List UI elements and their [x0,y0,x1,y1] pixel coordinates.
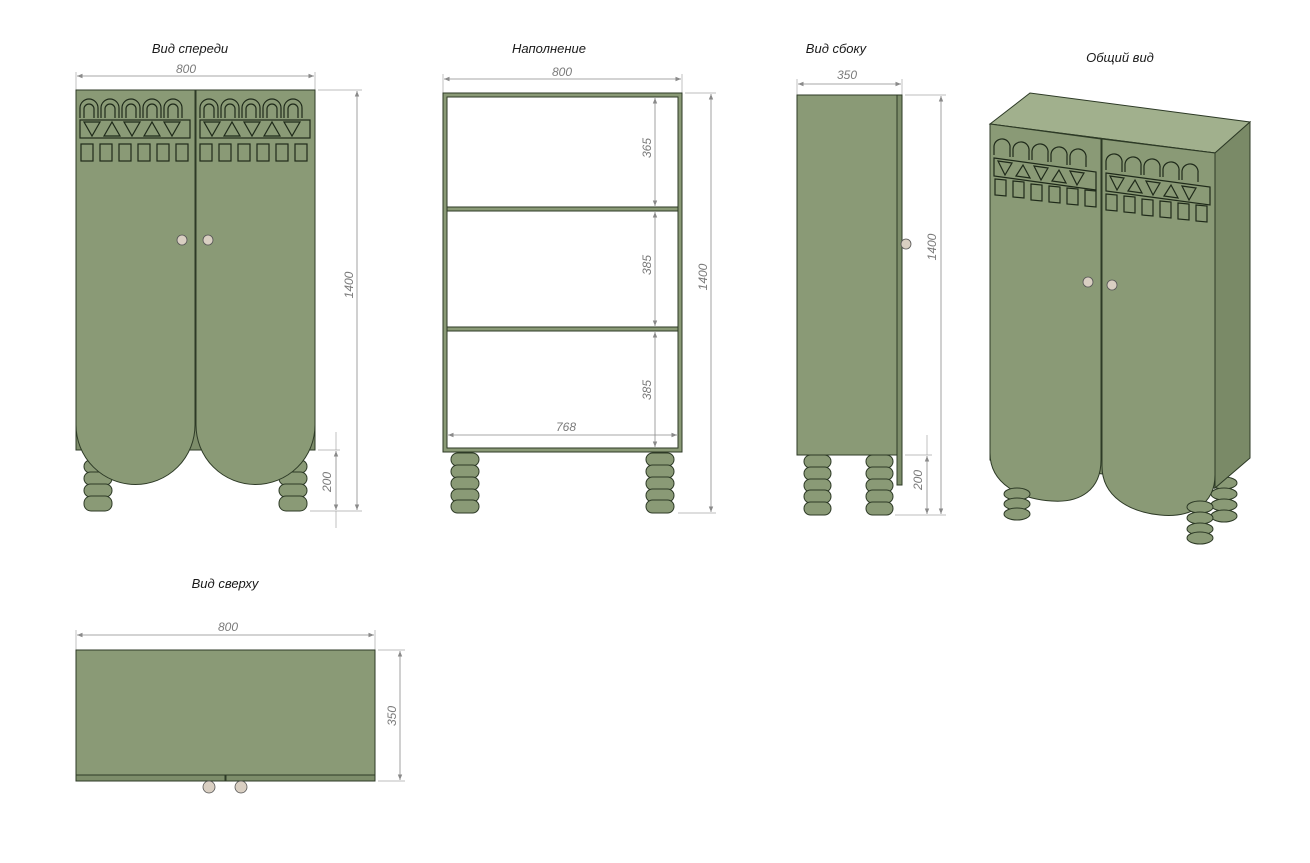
front-width-dimension: 800 [75,62,316,90]
filling-carcass [442,92,683,453]
side-knob [900,238,912,250]
general-ornament-right [1105,153,1211,223]
top-knob-right [234,780,248,794]
general-ornament-left [993,138,1097,208]
top-width-dimension: 800 [75,620,376,650]
shelf-label-3: 385 [640,380,654,400]
side-view-title: Вид сбоку [806,41,868,56]
top-view-title: Вид сверху [192,576,260,591]
general-legs-back [1210,476,1238,523]
side-door-edge [896,94,903,486]
filling-width-dimension: 800 [442,65,683,93]
top-depth-dimension: 350 [378,649,405,782]
filling-leg-right [645,452,675,514]
side-height-label: 1400 [925,233,939,260]
front-ornament-right [199,98,311,162]
front-view: Вид спереди 800 [75,41,362,528]
general-door-right [1101,138,1216,516]
top-view: Вид сверху 800 350 [75,576,405,794]
top-width-label: 800 [218,620,238,634]
filling-width-label: 800 [552,65,572,79]
general-view: Общий вид [988,50,1252,545]
shelf-2 [446,326,679,332]
front-leg-dimension: 200 [318,432,340,528]
front-door-right [195,89,316,485]
side-panel [796,94,898,456]
side-leg-back [803,454,832,516]
shelf-label-2: 385 [640,255,654,275]
filling-legs [450,452,675,514]
top-door-left [75,774,226,782]
general-right-side [1214,120,1251,490]
top-knob-left [202,780,216,794]
general-knob-right [1106,279,1118,291]
top-surface [75,649,376,776]
general-view-title: Общий вид [1086,50,1154,65]
front-door-left [75,89,196,485]
general-door-left [989,123,1102,502]
front-height-dimension: 1400 [310,89,362,512]
filling-inner-width-dimension: 768 [448,420,677,438]
side-leg-front [865,454,894,516]
front-height-label: 1400 [342,271,356,298]
filling-leg-left [450,452,480,514]
front-leg-label: 200 [320,472,334,493]
filling-view-title: Наполнение [512,41,586,56]
general-knob-left [1082,276,1094,288]
front-knob-left [176,234,188,246]
top-door-right [225,774,376,782]
filling-height-dimension: 1400 [678,92,716,514]
side-height-dimension: 1400 [895,94,946,516]
side-leg-dimension: 200 [905,435,932,514]
front-knob-right [202,234,214,246]
filling-inner-width-label: 768 [556,420,576,434]
top-depth-label: 350 [385,706,399,726]
general-legs-front [1003,487,1214,545]
shelf-label-1: 365 [640,138,654,158]
shelf-1 [446,206,679,212]
filling-height-label: 1400 [696,263,710,290]
side-depth-label: 350 [837,68,857,82]
front-width-label: 800 [176,62,196,76]
side-depth-dimension: 350 [796,68,903,95]
front-ornament-left [79,98,191,162]
front-view-title: Вид спереди [152,41,228,56]
side-leg-label: 200 [911,470,925,491]
filling-shelf-dimensions: 365 385 385 [640,98,658,447]
side-legs [803,454,894,516]
filling-view: Наполнение 800 [442,41,716,514]
side-view: Вид сбоку 350 [796,41,946,516]
